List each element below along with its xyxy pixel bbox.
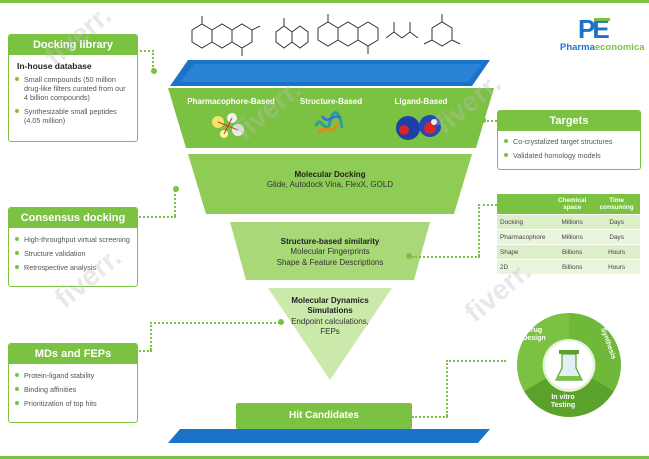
top-platform [170, 60, 490, 86]
mds-feps-panel: MDs and FEPs Protein-ligand stability Bi… [8, 343, 138, 423]
bottom-platform [168, 429, 490, 443]
list-item: Retrospective analysis [15, 263, 131, 272]
connector [412, 416, 448, 418]
list-item: Prioritization of top hits [15, 399, 131, 408]
hit-candidates-bar: Hit Candidates [236, 403, 412, 429]
table-header: Time consuming [593, 194, 640, 215]
table-header [497, 194, 551, 215]
docking-library-list: Small compounds (50 million drug-like fi… [15, 75, 131, 125]
ligand-binding-icon [396, 115, 441, 140]
md-line1: Endpoint calculations, [291, 316, 369, 326]
connector [412, 256, 480, 258]
table-cell: Days [593, 229, 640, 245]
table-cell: 2D [497, 259, 551, 275]
drug-cycle-diagram [517, 313, 621, 417]
docking-library-panel: Docking library In-house database Small … [8, 34, 138, 142]
cycle-stage-design: Drug Design [522, 327, 546, 343]
similarity-line2: Shape & Feature Descriptions [276, 257, 384, 267]
md-stage: Molecular Dynamics Simulations Endpoint … [270, 296, 390, 338]
table-cell: Billions [551, 259, 594, 275]
connector-dot [151, 68, 157, 74]
connector [484, 120, 497, 122]
consensus-list: High-throughput virtual screening Struct… [15, 235, 131, 272]
comparison-table: Chemical space Time consuming Docking Mi… [497, 194, 640, 275]
targets-title: Targets [498, 111, 640, 131]
approach-structure: Structure-Based [299, 97, 363, 106]
molecule-structures [191, 14, 461, 56]
list-item: Structure validation [15, 249, 131, 258]
connector [478, 204, 497, 206]
logo-text-b: economica [594, 42, 645, 53]
consensus-docking-panel: Consensus docking High-throughput virtua… [8, 207, 138, 287]
bottom-rule [0, 456, 649, 459]
list-item: Protein-ligand stability [15, 371, 131, 380]
table-row: Pharmacophore Millions Days [497, 229, 640, 245]
md-title: Molecular Dynamics Simulations [291, 296, 369, 316]
top-rule [0, 0, 649, 3]
list-item: Validated homology models [504, 151, 634, 160]
approach-ligand: Ligand-Based [394, 97, 448, 106]
logo: PE Pharmaeconomica [560, 14, 645, 54]
similarity-title: Structure-based similarity [280, 237, 380, 246]
table-header: Chemical space [551, 194, 594, 215]
connector [136, 350, 152, 352]
table-cell: Days [593, 214, 640, 230]
consensus-title: Consensus docking [9, 208, 137, 228]
connector-dot [480, 117, 486, 123]
connector-dot [406, 253, 412, 259]
connector [446, 360, 506, 362]
md-line2: FEPs [320, 327, 340, 337]
connector-dot [173, 186, 179, 192]
table-cell: Shape [497, 244, 551, 260]
table-cell: Docking [497, 214, 551, 230]
docking-library-subtitle: In-house database [17, 61, 92, 71]
table-cell: Hours [593, 244, 640, 260]
docking-stage: Molecular Docking Glide, Autodock Vina, … [200, 170, 460, 191]
similarity-line1: Molecular Fingerprints [290, 247, 370, 257]
logo-text-a: Pharma [560, 42, 595, 53]
connector [478, 204, 480, 256]
connector [136, 50, 154, 52]
similarity-stage: Structure-based similarity Molecular Fin… [230, 237, 430, 268]
table-cell: Pharmacophore [497, 229, 551, 245]
list-item: Binding affinities [15, 385, 131, 394]
docking-library-title: Docking library [9, 35, 137, 55]
mds-title: MDs and FEPs [9, 344, 137, 364]
approach-pharmacophore: Pharmacophore-Based [187, 97, 275, 106]
cycle-stage-testing: In vitro Testing [550, 394, 576, 410]
table-cell: Millions [551, 229, 594, 245]
docking-tools: Glide, Autodock Vina, FlexX, GOLD [266, 180, 394, 190]
table-row: Docking Millions Days [497, 214, 640, 230]
list-item: Co-crystalized target structures [504, 137, 634, 146]
connector [150, 322, 152, 350]
docking-title: Molecular Docking [294, 170, 366, 179]
connector [174, 190, 176, 216]
connector [150, 322, 280, 324]
list-item: Synthesizable small peptides (4.05 milli… [15, 107, 131, 125]
protein-structure-icon [314, 111, 344, 135]
table-row: Shape Billions Hours [497, 244, 640, 260]
table-cell: Hours [593, 259, 640, 275]
targets-list: Co-crystalized target structures Validat… [504, 137, 634, 160]
targets-panel: Targets Co-crystalized target structures… [497, 110, 641, 170]
list-item: High-throughput virtual screening [15, 235, 131, 244]
pharmacophore-model-icon [212, 113, 244, 138]
connector-dot [278, 319, 284, 325]
connector [136, 216, 176, 218]
table-cell: Millions [551, 214, 594, 230]
table-row: 2D Billions Hours [497, 259, 640, 275]
table-cell: Billions [551, 244, 594, 260]
connector [446, 360, 448, 416]
connector [152, 50, 154, 70]
mds-list: Protein-ligand stability Binding affinit… [15, 371, 131, 408]
list-item: Small compounds (50 million drug-like fi… [15, 75, 131, 102]
